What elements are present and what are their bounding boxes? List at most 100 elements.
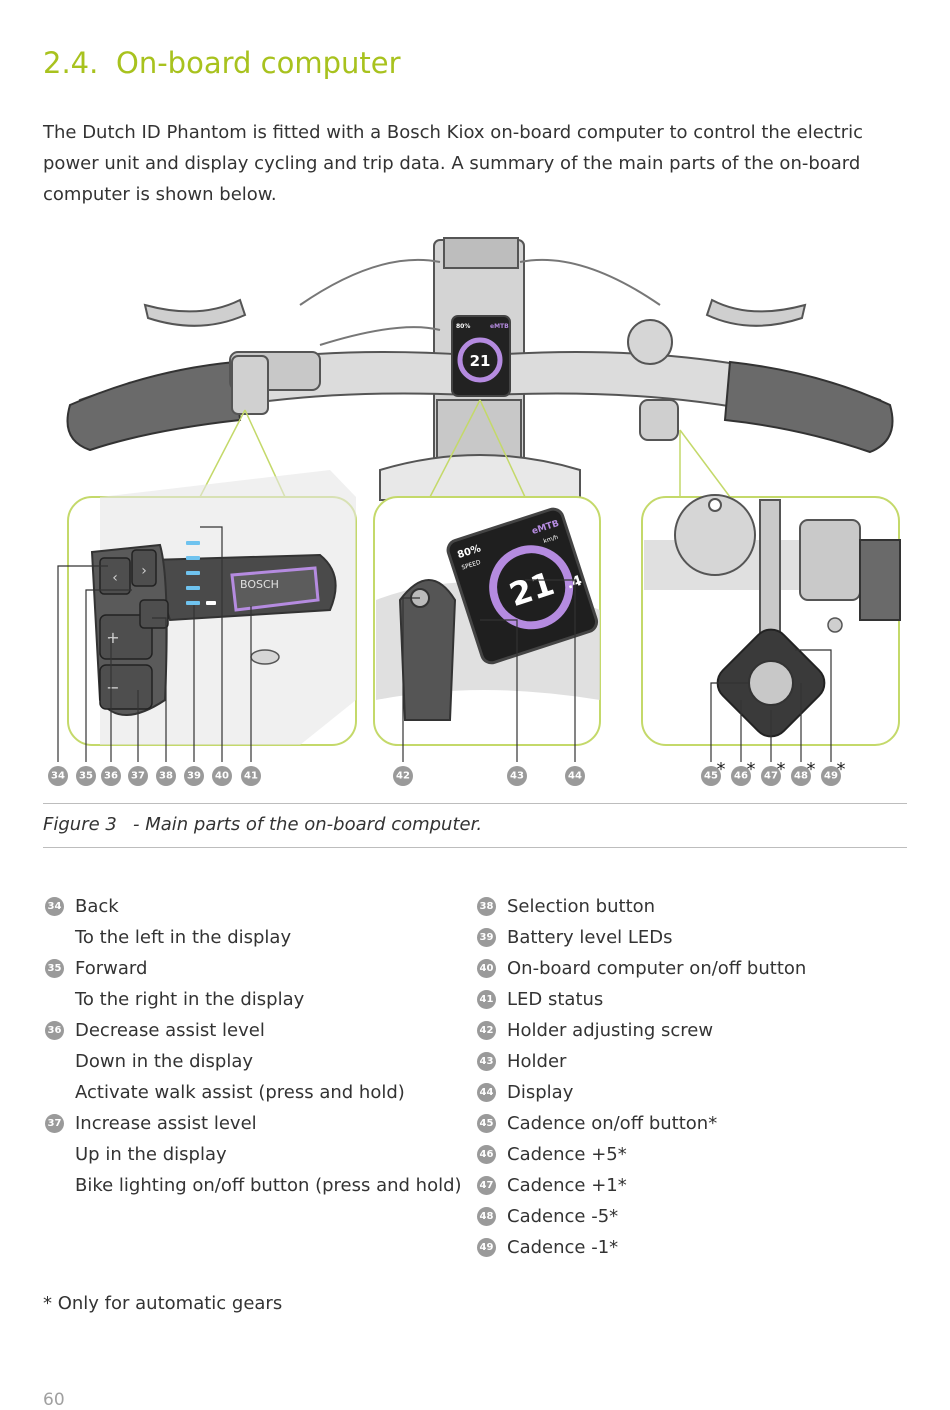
callout-45: 45: [704, 771, 718, 782]
asterisk: *: [777, 759, 786, 780]
legend-text: Activate walk assist (press and hold): [75, 1082, 405, 1103]
legend-text: Cadence +1*: [507, 1175, 627, 1196]
section-number: 2.4.: [43, 46, 99, 80]
legend-badge: 34: [45, 897, 64, 916]
legend-item: 45 Cadence on/off button*: [475, 1108, 806, 1139]
intro-paragraph: The Dutch ID Phantom is fitted with a Bo…: [43, 122, 864, 205]
section-heading: 2.4. On-board computer: [43, 46, 401, 80]
legend-subitem: Bike lighting on/off button (press and h…: [43, 1170, 462, 1201]
legend-badge: 36: [45, 1021, 64, 1040]
callout-44: 44: [568, 771, 582, 782]
legend-badge: 42: [477, 1021, 496, 1040]
stem-display-mode: eMTB: [490, 323, 509, 330]
caption-rule-top: [43, 803, 907, 804]
legend-badge: 49: [477, 1238, 496, 1257]
remote-brand-label: BOSCH: [240, 578, 279, 591]
legend-subitem: Activate walk assist (press and hold): [43, 1077, 462, 1108]
legend-text: Holder: [507, 1051, 567, 1072]
footnote: * Only for automatic gears: [43, 1293, 283, 1314]
svg-text:−: −: [106, 678, 119, 697]
callout-40: 40: [215, 771, 229, 782]
legend-text: Decrease assist level: [75, 1020, 265, 1041]
caption-rule-bottom: [43, 847, 907, 848]
legend-badge: 46: [477, 1145, 496, 1164]
legend-badge: 41: [477, 990, 496, 1009]
legend-text: Selection button: [507, 896, 656, 917]
legend-text: Increase assist level: [75, 1113, 257, 1134]
legend-item: 36 Decrease assist level: [43, 1015, 462, 1046]
display-unit: km/h: [543, 534, 560, 545]
callout-48: 48: [794, 771, 808, 782]
callout-35: 35: [79, 771, 93, 782]
svg-text:+: +: [106, 628, 119, 647]
legend-text: Down in the display: [75, 1051, 254, 1072]
legend-badge: 47: [477, 1176, 496, 1195]
legend-text: Cadence +5*: [507, 1144, 627, 1165]
legend-text: Cadence -5*: [507, 1206, 619, 1227]
figure-caption-text: - Main parts of the on-board computer.: [133, 814, 483, 835]
handlebar-illustration: [66, 258, 894, 454]
legend-item: 40 On-board computer on/off button: [475, 953, 806, 984]
legend-text: On-board computer on/off button: [507, 958, 807, 979]
stem-display-speed: 21: [470, 352, 491, 370]
stem-display-battery: 80%: [456, 323, 470, 330]
callout-49: 49: [824, 771, 838, 782]
asterisk: *: [807, 759, 816, 780]
legend-badge: 45: [477, 1114, 496, 1133]
section-title: On-board computer: [116, 46, 401, 80]
callout-47: 47: [764, 771, 778, 782]
legend-badge: 39: [477, 928, 496, 947]
callout-43: 43: [510, 771, 524, 782]
callout-38: 38: [159, 771, 173, 782]
legend-text: Cadence -1*: [507, 1237, 619, 1258]
legend-badge: 44: [477, 1083, 496, 1102]
legend-text: Holder adjusting screw: [507, 1020, 714, 1041]
legend-badge: 37: [45, 1114, 64, 1133]
svg-text:›: ›: [141, 563, 147, 579]
battery-leds: [186, 541, 200, 605]
legend-item: 46 Cadence +5*: [475, 1139, 806, 1170]
legend-subitem: Up in the display: [43, 1139, 462, 1170]
legend-item: 49 Cadence -1*: [475, 1232, 806, 1263]
callout-39: 39: [187, 771, 201, 782]
svg-text:‹: ‹: [112, 570, 118, 586]
legend-item: 42 Holder adjusting screw: [475, 1015, 806, 1046]
legend-item: 39 Battery level LEDs: [475, 922, 806, 953]
legend-badge: 35: [45, 959, 64, 978]
legend-text: Up in the display: [75, 1144, 227, 1165]
legend-badge: 48: [477, 1207, 496, 1226]
legend-text: Back: [75, 896, 119, 917]
legend-subitem: Down in the display: [43, 1046, 462, 1077]
asterisk: *: [837, 759, 846, 780]
callout-34: 34: [51, 771, 65, 782]
legend-text: Cadence on/off button*: [507, 1113, 718, 1134]
legend-item: 37 Increase assist level: [43, 1108, 462, 1139]
callout-41: 41: [244, 771, 258, 782]
callout-46: 46: [734, 771, 748, 782]
legend-item: 47 Cadence +1*: [475, 1170, 806, 1201]
on-board-computer-figure: 21 80% eMTB BOSCH ‹ › + −: [48, 237, 901, 786]
asterisk: *: [717, 759, 726, 780]
legend-text: LED status: [507, 989, 604, 1010]
page-number: 60: [43, 1390, 65, 1410]
legend-badge: 38: [477, 897, 496, 916]
legend-badge: 40: [477, 959, 496, 978]
legend-subitem: To the left in the display: [43, 922, 462, 953]
legend-item: 48 Cadence -5*: [475, 1201, 806, 1232]
callout-37: 37: [131, 771, 145, 782]
callout-36: 36: [104, 771, 118, 782]
stem-display: 21 80% eMTB: [451, 315, 511, 397]
callout-badges: 34 35 36 37 38 39 40 41 42 43 44 45 46 4…: [48, 766, 841, 786]
legend-subitem: To the right in the display: [43, 984, 462, 1015]
legend-text: Battery level LEDs: [507, 927, 673, 948]
callout-leaders: [57, 526, 832, 762]
legend-item: 41 LED status: [475, 984, 806, 1015]
callout-42: 42: [396, 771, 410, 782]
legend-text: Bike lighting on/off button (press and h…: [75, 1175, 462, 1196]
cadence-asterisks: * * * * *: [717, 759, 846, 780]
